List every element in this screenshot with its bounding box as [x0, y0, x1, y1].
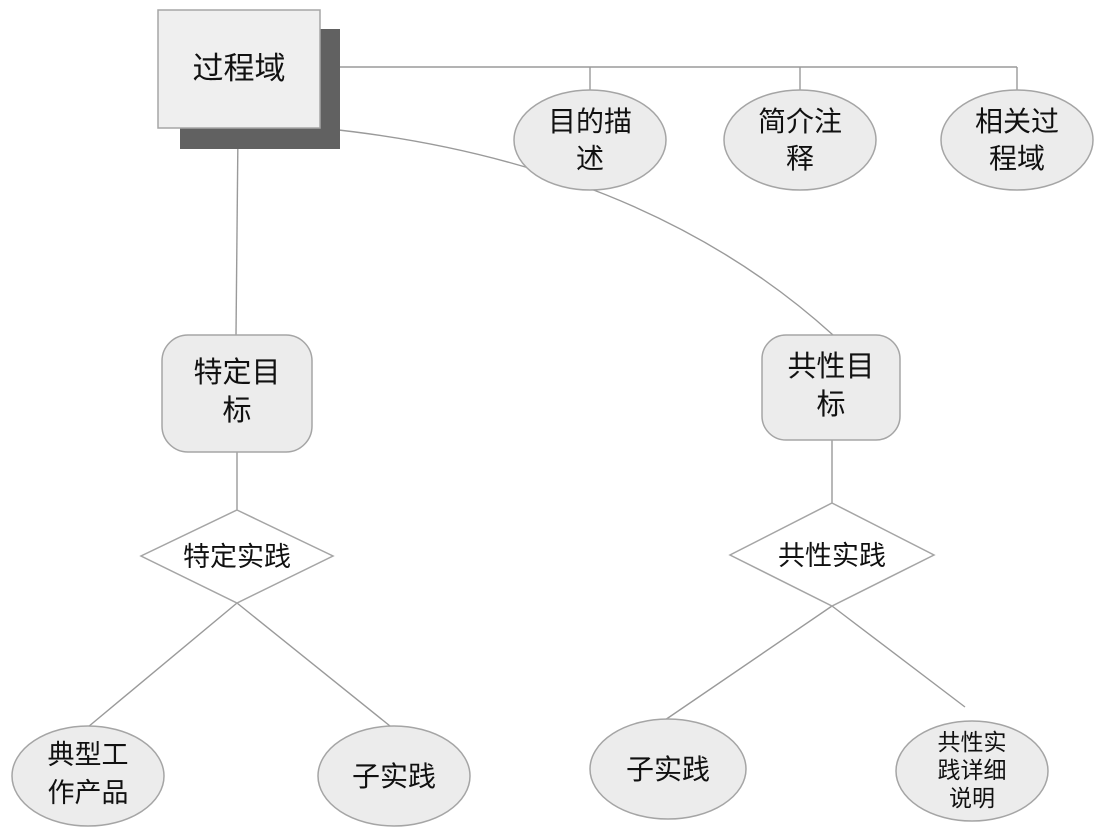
- connector-specific-practice-to-product: [87, 602, 238, 728]
- generic-practice-detail-line-3: 说明: [949, 786, 995, 812]
- specific-subpractice-node: 子实践: [317, 725, 471, 827]
- connectors: [87, 66, 1018, 728]
- attribute-introduction-line-2: 释: [786, 142, 814, 175]
- generic-practice-detail-oval: [895, 720, 1049, 822]
- attribute-purpose-line-2: 述: [576, 142, 604, 175]
- generic-subpractice-label: 子实践: [626, 753, 710, 786]
- generic-practice-label: 共性实践: [778, 541, 886, 572]
- specific-practice-label: 特定实践: [183, 542, 291, 573]
- generic-practice-node: 共性实践: [728, 502, 936, 607]
- attribute-related-areas-line-2: 程域: [989, 142, 1045, 175]
- generic-practice-detail-line-1: 共性实: [938, 730, 1007, 756]
- attribute-purpose: 目的描 述: [513, 89, 667, 191]
- generic-goal-node: 共性目 标: [761, 334, 901, 441]
- root-node-label: 过程域: [193, 51, 286, 87]
- connector-generic-practice-to-detail: [831, 605, 966, 708]
- attribute-related-areas-line-1: 相关过: [975, 105, 1059, 138]
- typical-work-product-line-2: 作产品: [48, 778, 129, 809]
- root-node-box: [157, 9, 321, 129]
- specific-goal-node: 特定目 标: [161, 334, 313, 453]
- generic-goal-line-1: 共性目: [787, 349, 874, 383]
- generic-goal-box: [761, 334, 901, 441]
- typical-work-product-node: 典型工 作产品: [11, 725, 165, 827]
- generic-practice-detail-line-2: 践详细: [938, 758, 1007, 784]
- specific-subpractice-oval: [317, 725, 471, 827]
- specific-subpractice-label: 子实践: [352, 760, 436, 793]
- specific-goal-line-1: 特定目: [193, 355, 280, 389]
- specific-practice-diamond: [139, 509, 335, 604]
- connector-generic-practice-to-subpractice: [664, 605, 833, 721]
- root-node: 过程域: [157, 9, 340, 149]
- connector-specific-practice-to-subpractice: [236, 602, 391, 727]
- attribute-purpose-oval: [513, 89, 667, 191]
- typical-work-product-oval: [11, 725, 165, 827]
- connector-root-to-specific-goal: [235, 129, 239, 336]
- generic-subpractice-node: 子实践: [589, 718, 747, 820]
- attribute-purpose-line-1: 目的描: [548, 105, 632, 138]
- typical-work-product-line-1: 典型工: [48, 740, 129, 771]
- generic-practice-diamond: [728, 502, 936, 607]
- connector-root-to-generic-goal: [319, 127, 834, 336]
- specific-goal-box: [161, 334, 313, 453]
- generic-goal-line-2: 标: [816, 387, 845, 421]
- attribute-introduction-line-1: 简介注: [758, 105, 842, 138]
- generic-practice-detail-node: 共性实 践详细 说明: [895, 720, 1049, 822]
- specific-practice-node: 特定实践: [139, 509, 335, 604]
- specific-goal-line-2: 标: [222, 393, 251, 427]
- generic-subpractice-oval: [589, 718, 747, 820]
- attribute-introduction-oval: [723, 89, 877, 191]
- attribute-related-areas-oval: [940, 89, 1094, 191]
- attribute-introduction: 简介注 释: [723, 89, 877, 191]
- attribute-related-areas: 相关过 程域: [940, 89, 1094, 191]
